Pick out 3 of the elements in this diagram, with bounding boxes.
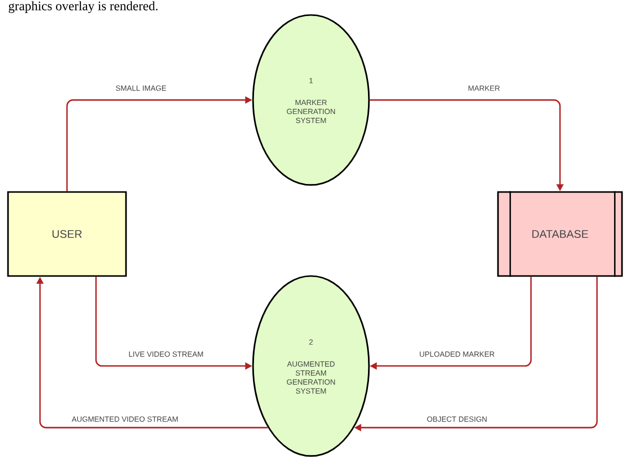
terminator-box: USER — [7, 191, 127, 277]
data-store-box: DATABASE — [497, 191, 623, 277]
caption-text: graphics overlay is rendered. — [8, 1, 158, 14]
